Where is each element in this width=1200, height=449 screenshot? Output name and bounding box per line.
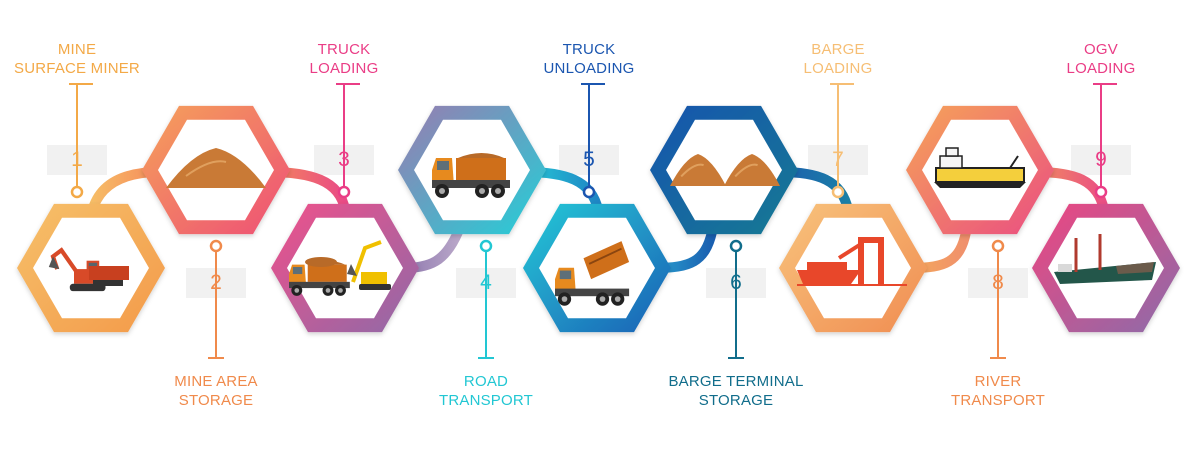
step-7-label-line1: BARGE bbox=[811, 41, 865, 58]
step-9-label-line1: OGV bbox=[1084, 41, 1118, 58]
step-6-label: BARGE TERMINAL STORAGE bbox=[651, 372, 821, 410]
step-2-stem bbox=[208, 239, 224, 359]
step-7-hexagon bbox=[779, 203, 927, 333]
ocean-vessel-icon bbox=[1054, 234, 1156, 284]
step-3-label-line2: LOADING bbox=[309, 60, 379, 77]
step-8-hexagon bbox=[906, 105, 1054, 235]
step-6-label-line2: STORAGE bbox=[698, 392, 774, 409]
step-1-hexagon bbox=[17, 203, 165, 333]
barge-loading-icon bbox=[797, 237, 907, 286]
step-3-label: TRUCK LOADING bbox=[259, 40, 429, 78]
step-9-label: OGV LOADING bbox=[1016, 40, 1186, 78]
step-8-label: RIVER TRANSPORT bbox=[913, 372, 1083, 410]
step-9-stem bbox=[1093, 83, 1109, 199]
step-6-stem bbox=[728, 239, 744, 359]
sand-piles-icon bbox=[670, 154, 780, 186]
step-1-label-line2: SURFACE MINER bbox=[14, 60, 140, 77]
barge-icon bbox=[934, 147, 1026, 188]
truck-loading-icon bbox=[289, 240, 391, 296]
truck-unloading-icon bbox=[555, 241, 630, 306]
step-1-stem bbox=[69, 83, 85, 199]
step-5-label: TRUCK UNLOADING bbox=[504, 40, 674, 78]
step-5-stem bbox=[581, 83, 597, 199]
step-3-label-line1: TRUCK bbox=[317, 41, 371, 58]
step-3-stem bbox=[336, 83, 352, 199]
step-8-stem bbox=[990, 239, 1006, 359]
step-7-label: BARGE LOADING bbox=[753, 40, 923, 78]
step-5-label-line2: UNLOADING bbox=[543, 60, 635, 77]
step-4-label-line2: TRANSPORT bbox=[438, 392, 534, 409]
step-8-label-line1: RIVER bbox=[974, 373, 1022, 390]
step-2-label-line1: MINE AREA bbox=[174, 373, 258, 390]
step-1-label: MINE SURFACE MINER bbox=[0, 40, 162, 78]
dump-truck-icon bbox=[432, 153, 510, 198]
surface-miner-icon bbox=[48, 247, 129, 292]
step-2-label-line2: STORAGE bbox=[178, 392, 254, 409]
step-3-hexagon bbox=[271, 203, 419, 333]
step-9-hexagon bbox=[1032, 203, 1180, 333]
step-6-label-line1: BARGE TERMINAL bbox=[668, 373, 804, 390]
step-1-label-line1: MINE bbox=[57, 41, 97, 58]
step-6-hexagon bbox=[650, 105, 798, 235]
step-2-label: MINE AREA STORAGE bbox=[131, 372, 301, 410]
step-4-label-line1: ROAD bbox=[463, 373, 509, 390]
step-4-stem bbox=[478, 239, 494, 359]
step-5-label-line1: TRUCK bbox=[562, 41, 616, 58]
step-4-hexagon bbox=[398, 105, 546, 235]
step-7-label-line2: LOADING bbox=[803, 60, 873, 77]
step-9-label-line2: LOADING bbox=[1066, 60, 1136, 77]
step-2-hexagon bbox=[142, 105, 290, 235]
step-5-hexagon bbox=[523, 203, 671, 333]
sand-pile-icon bbox=[166, 148, 266, 188]
step-8-label-line2: TRANSPORT bbox=[950, 392, 1046, 409]
step-7-stem bbox=[830, 83, 846, 199]
step-4-label: ROAD TRANSPORT bbox=[401, 372, 571, 410]
